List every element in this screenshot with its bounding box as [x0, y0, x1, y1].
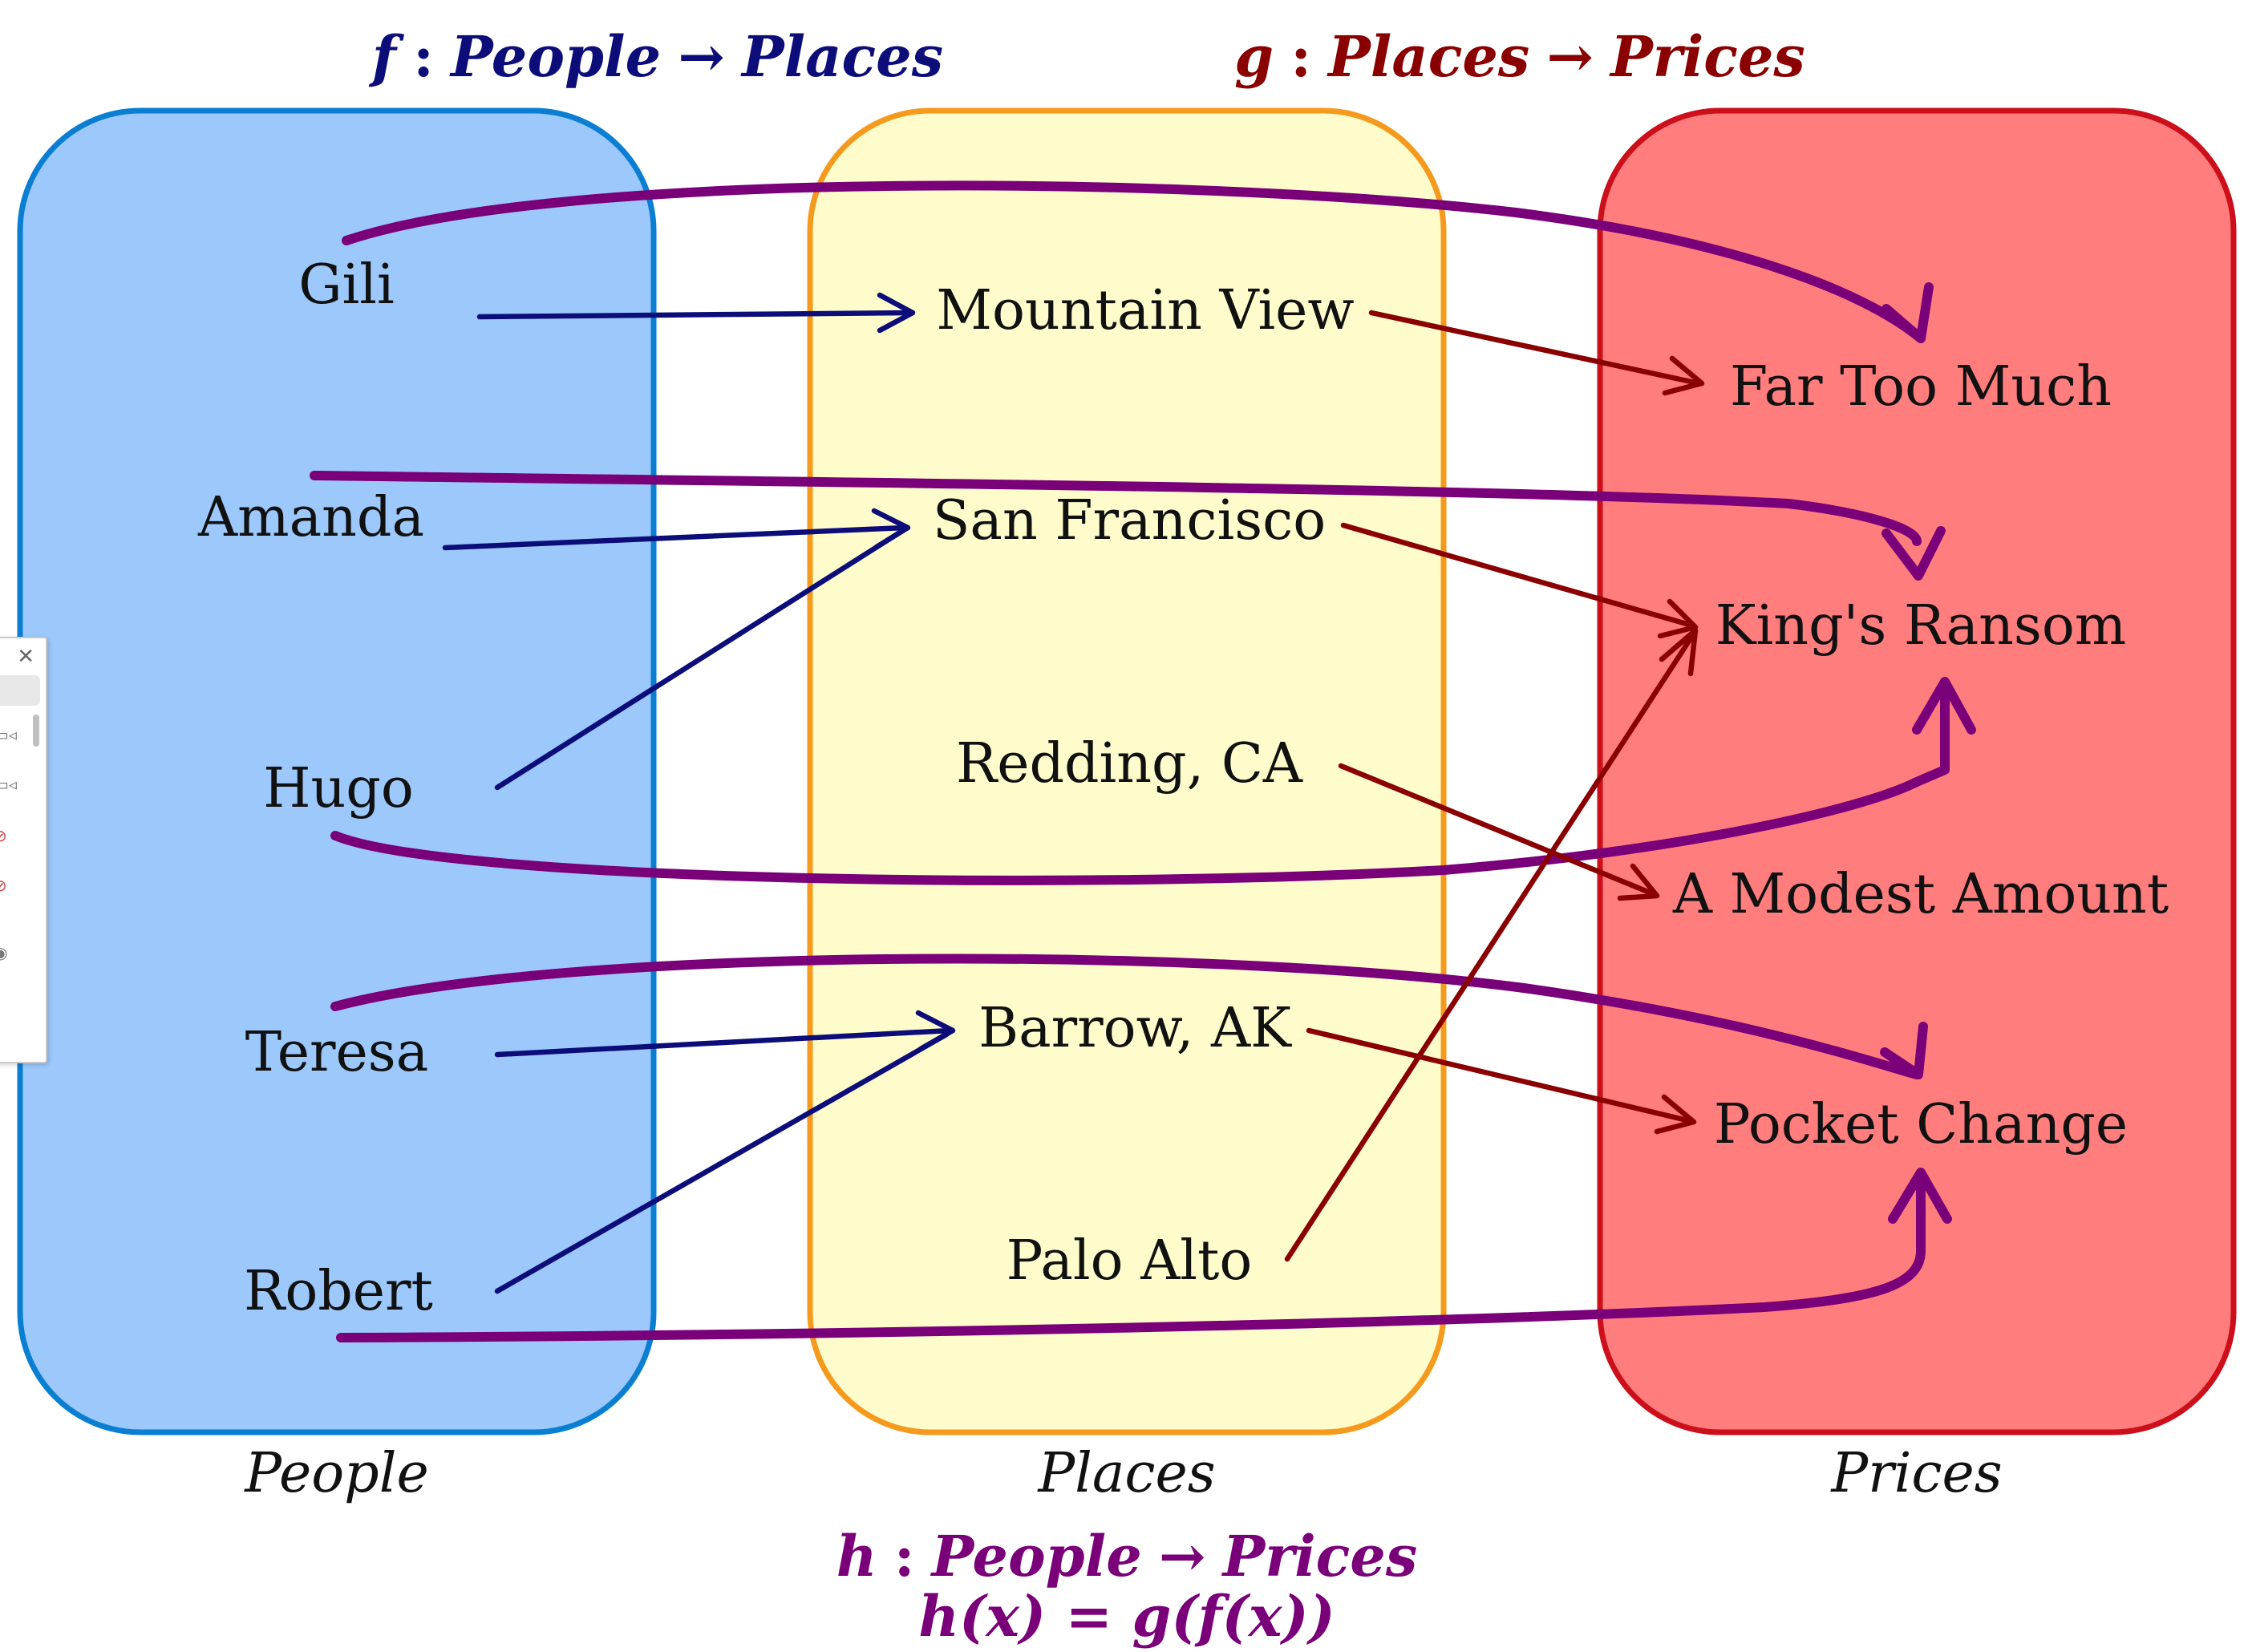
price-label: Pocket Change	[1714, 1093, 2128, 1156]
h-domain: People	[930, 1523, 1142, 1589]
g-arrow-mountain-view	[1368, 310, 1702, 387]
place-label: Palo Alto	[1007, 1229, 1253, 1293]
place-label: Barrow, AK	[978, 997, 1292, 1060]
h-title: h : People → Prices	[836, 1523, 1418, 1589]
f-mapping-arrows	[442, 292, 956, 1294]
h-symbol: h	[836, 1523, 877, 1589]
f-arrow-amanda	[442, 524, 908, 551]
place-label: Redding, CA	[956, 732, 1303, 796]
g-arrowhead-redding	[1617, 863, 1660, 901]
g-colon: :	[1290, 23, 1311, 90]
price-label: A Modest Amount	[1672, 863, 2169, 926]
g-arrow-san-francisco	[1340, 522, 1695, 629]
g-arrowhead-barrow	[1654, 1094, 1697, 1135]
h-formula: h(x) = g(f(x))	[918, 1583, 1335, 1650]
place-label: Mountain View	[936, 279, 1354, 342]
person-label: Gili	[298, 253, 395, 317]
g-arrowhead-mountain-view	[1662, 355, 1705, 396]
video-icon[interactable]: ▭◃	[0, 775, 17, 794]
h-arrowhead-teresa	[1880, 1022, 1928, 1079]
price-label: King's Ransom	[1715, 594, 2127, 658]
g-arrow-barrow	[1306, 1027, 1694, 1124]
f-arrow: →	[678, 23, 725, 90]
f-colon: :	[413, 23, 434, 90]
side-panel[interactable]: ✕ ▭◃ ▭◃ ⊘ ⊘ ◉	[0, 637, 47, 1063]
place-label: San Francisco	[933, 489, 1326, 553]
g-domain: Places	[1327, 23, 1529, 90]
g-arrow: →	[1546, 23, 1594, 90]
g-arrowhead-san-francisco	[1657, 598, 1699, 639]
f-arrow-gili	[476, 310, 913, 320]
person-label: Teresa	[245, 1021, 429, 1084]
h-colon: :	[894, 1523, 915, 1589]
person-label: Robert	[244, 1260, 433, 1323]
g-symbol: g	[1234, 23, 1274, 90]
video-icon[interactable]: ▭◃	[0, 725, 17, 744]
price-label: Far Too Much	[1730, 355, 2112, 419]
h-mapping-arrows	[310, 180, 1976, 1342]
h-arrow-teresa	[330, 954, 1922, 1079]
h-arrowhead-amanda	[1881, 526, 1946, 581]
f-arrow-hugo	[494, 528, 905, 791]
people-caption: People	[243, 1442, 428, 1505]
set-prices	[1597, 107, 2237, 1435]
person-label: Amanda	[197, 486, 424, 549]
panel-scrollbar[interactable]	[33, 715, 39, 747]
prices-items: Far Too Much King's Ransom A Modest Amou…	[1672, 355, 2169, 1156]
f-arrow-teresa	[494, 1027, 954, 1058]
places-items: Mountain View San Francisco Redding, CA …	[933, 279, 1355, 1293]
f-codomain: Places	[740, 23, 943, 90]
panel-selected-item[interactable]	[0, 675, 40, 706]
prices-caption: Prices	[1829, 1442, 2002, 1505]
f-arrowhead-gili	[877, 292, 916, 334]
h-arrowhead-robert	[1888, 1168, 1952, 1224]
f-domain: People	[449, 23, 661, 90]
g-arrowhead-palo-alto	[1659, 627, 1699, 677]
g-arrow-palo-alto	[1284, 630, 1697, 1262]
h-arrowhead-hugo	[1912, 677, 1976, 735]
f-arrow-robert	[494, 1031, 950, 1294]
h-arrow-robert	[336, 1174, 1926, 1342]
h-arrowhead-gili	[1881, 282, 1934, 343]
g-codomain: Prices	[1609, 23, 1805, 90]
person-label: Hugo	[263, 757, 414, 820]
f-title: f : People → Places	[368, 23, 943, 90]
h-arrow-hugo	[330, 685, 1950, 885]
h-arrow-amanda	[310, 471, 1922, 546]
h-arrow: →	[1159, 1523, 1206, 1589]
people-items: Gili Amanda Hugo Teresa Robert	[197, 253, 433, 1323]
h-arrow-gili	[342, 180, 1926, 343]
places-caption: Places	[1036, 1442, 1215, 1505]
g-mapping-arrows	[1284, 310, 1705, 1262]
h-codomain: Prices	[1221, 1523, 1418, 1589]
crossed-out-icon[interactable]: ⊘	[0, 876, 7, 895]
crossed-out-icon[interactable]: ⊘	[0, 826, 7, 845]
close-icon[interactable]: ✕	[17, 645, 34, 669]
g-arrow-redding	[1338, 763, 1657, 897]
set-places	[807, 107, 1447, 1435]
help-icon[interactable]: ◉	[0, 943, 8, 962]
g-title: g : Places → Prices	[1234, 23, 1805, 90]
f-symbol: f	[368, 23, 405, 90]
